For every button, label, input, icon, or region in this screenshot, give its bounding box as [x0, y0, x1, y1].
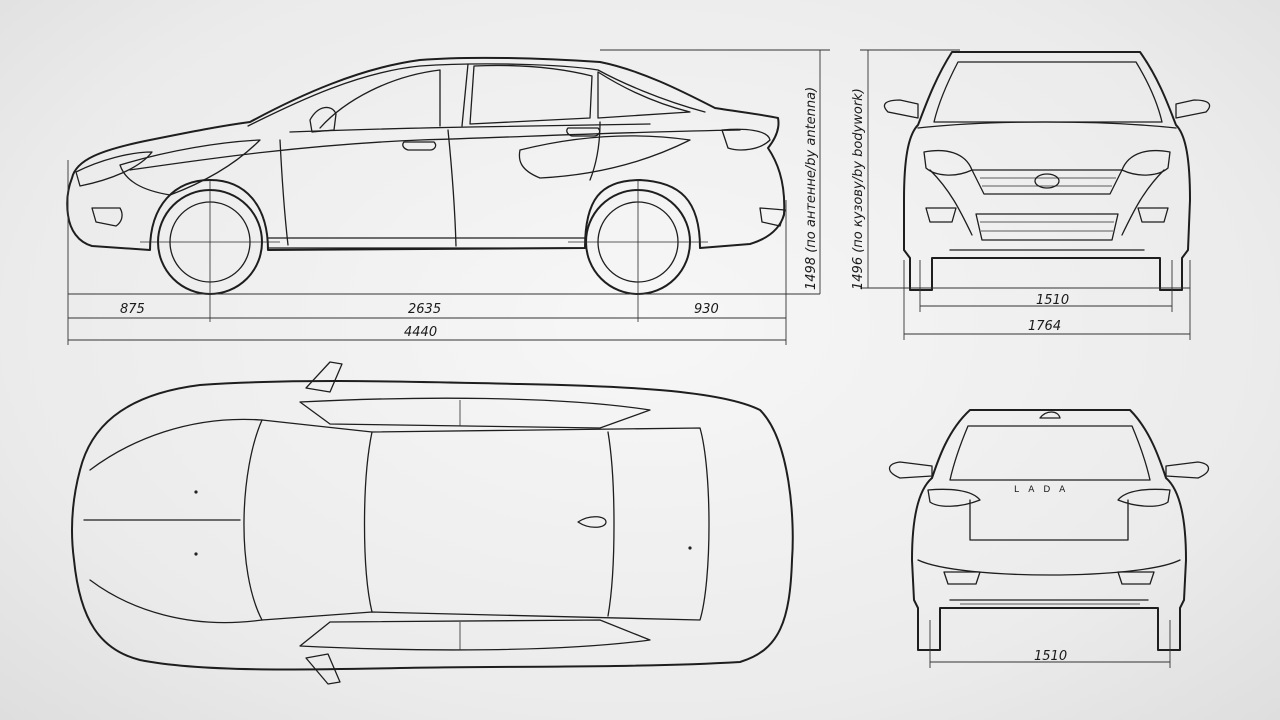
dim-overall-length: 4440 [404, 325, 437, 340]
front-body-outline [903, 51, 1191, 291]
side-window-frame [247, 63, 706, 127]
side-window-lower [289, 123, 651, 133]
dim-overall-width: 1764 [1028, 319, 1061, 334]
front-left-mirror [883, 99, 919, 119]
top-body-outline [71, 380, 794, 671]
dim-rear-overhang: 930 [694, 302, 719, 317]
side-dimensions: 875 2635 930 4440 1498 (по антенне/by an… [67, 49, 830, 345]
front-grille [971, 169, 1123, 195]
rear-view: LADA [888, 409, 1210, 651]
front-dimensions: 1496 (по кузову/by bodywork) 1510 1764 [851, 49, 1191, 340]
dim-front-overhang: 875 [120, 302, 145, 317]
dim-height-antenna: 1498 (по антенне/by antenna) [804, 87, 819, 290]
rear-body-outline [911, 409, 1187, 651]
dim-height-body: 1496 (по кузову/by bodywork) [851, 88, 866, 290]
rear-lada-lettering: LADA [1014, 485, 1074, 495]
front-right-mirror [1175, 99, 1211, 119]
top-view [71, 361, 794, 685]
side-view [66, 56, 786, 322]
rear-left-mirror [888, 461, 933, 479]
front-view [883, 51, 1211, 291]
dim-front-track: 1510 [1036, 293, 1069, 308]
dim-rear-track: 1510 [1034, 649, 1067, 664]
dim-wheelbase: 2635 [408, 302, 441, 317]
top-left-mirror [305, 361, 343, 393]
rear-dimensions: 1510 [929, 620, 1171, 668]
side-body-outline [66, 56, 786, 251]
lada-emblem-front [1034, 173, 1060, 189]
rear-right-mirror [1165, 461, 1210, 479]
top-right-mirror [305, 653, 341, 685]
